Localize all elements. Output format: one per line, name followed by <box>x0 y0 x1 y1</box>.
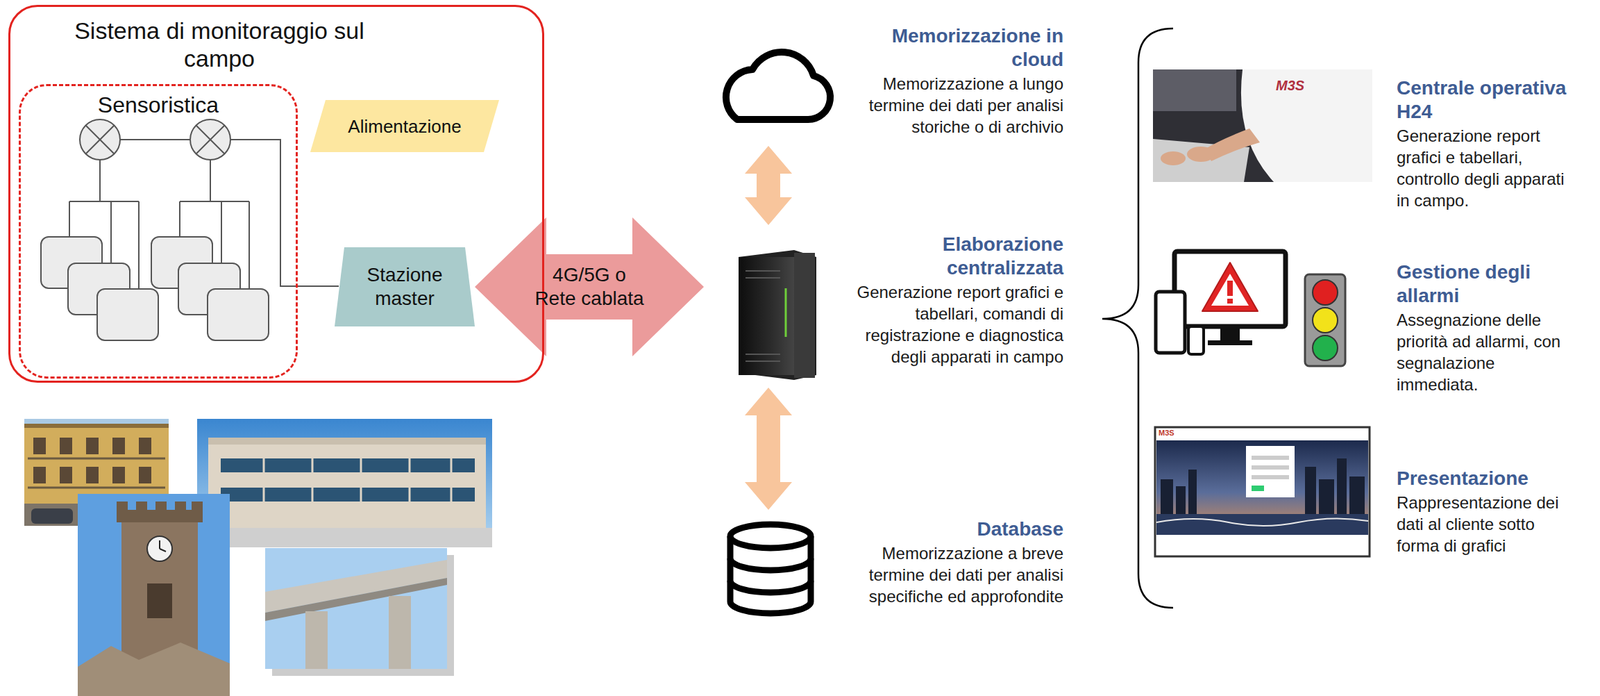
sensor-group: Sensoristica <box>18 83 298 379</box>
text-block: DatabaseMemorizzazione a breve termine d… <box>841 517 1064 607</box>
control-room: Centrale operativa H24Generazione report… <box>1396 76 1574 212</box>
node-heading: Sistema di monitoraggio sul campo <box>47 16 391 73</box>
photo-clock-tower <box>77 493 230 696</box>
text-block: PresentazioneRappresentazione dei dati a… <box>1396 466 1574 557</box>
alarm-management: Gestione degli allarmiAssegnazione delle… <box>1396 260 1574 395</box>
logo-text: M3S <box>1275 77 1305 94</box>
system-frame: Sistema di monitoraggio sul campoSensori… <box>8 4 545 383</box>
link-arrow <box>474 217 704 357</box>
node-outline <box>334 247 475 327</box>
text-block: Stazione master <box>334 247 475 327</box>
text-block: Sistema di monitoraggio sul campo <box>47 16 391 73</box>
database-storage: DatabaseMemorizzazione a breve termine d… <box>703 513 1066 622</box>
cloud-storage: Memorizzazione in cloudMemorizzazione a … <box>703 20 1066 142</box>
text-block: Sensoristica <box>20 91 296 119</box>
sensor-unit <box>40 236 269 341</box>
node-heading: Memorizzazione in cloud <box>841 24 1064 72</box>
presentation: PresentazioneRappresentazione dei dati a… <box>1396 466 1574 557</box>
text-block: Alimentazione <box>310 99 500 153</box>
node-heading: Sensoristica <box>20 91 296 119</box>
node-description: Rappresentazione dei dati al cliente sot… <box>1396 491 1574 557</box>
dashboard-screenshot <box>1155 426 1370 557</box>
text-block: Elaborazione centralizzataGenerazione re… <box>830 232 1064 368</box>
server-icon <box>738 249 817 380</box>
master-station: Stazione master <box>334 247 475 327</box>
node-description: Assegnazione delle priorità ad allarmi, … <box>1396 308 1574 395</box>
node-description: Memorizzazione a breve termine dei dati … <box>841 542 1064 607</box>
node-heading: Stazione master <box>352 263 457 311</box>
node-heading: Presentazione <box>1396 466 1574 491</box>
link-arrow <box>744 387 793 510</box>
alarm-graphic <box>1155 251 1346 366</box>
node-heading: Centrale operativa H24 <box>1396 76 1574 124</box>
cloud-icon <box>726 52 831 120</box>
node-heading: Elaborazione centralizzata <box>830 232 1064 280</box>
database-icon <box>730 524 811 613</box>
text-block: Centrale operativa H24Generazione report… <box>1396 76 1574 212</box>
text-block: Gestione degli allarmiAssegnazione delle… <box>1396 260 1574 395</box>
photo-viaduct <box>265 547 454 676</box>
logo-text: M3S <box>1158 428 1175 438</box>
link-label: 4G/5G o Rete cablata <box>532 263 647 311</box>
photo-operator <box>1152 69 1373 182</box>
sensor-symbol <box>79 119 231 160</box>
node-description: Generazione report grafici e tabellari, … <box>830 281 1064 368</box>
text-block: Memorizzazione in cloudMemorizzazione a … <box>841 24 1064 138</box>
node-shape <box>310 99 500 153</box>
node-heading: Database <box>841 517 1064 541</box>
photo-industrial-building <box>197 418 493 547</box>
node-description: Generazione report grafici e tabellari, … <box>1396 124 1574 212</box>
central-processing: Elaborazione centralizzataGenerazione re… <box>703 229 1066 384</box>
node-description: Memorizzazione a lungo termine dei dati … <box>841 72 1064 138</box>
node-shape <box>334 247 475 327</box>
node-heading: Gestione degli allarmi <box>1396 260 1574 308</box>
node-heading: Alimentazione <box>347 115 461 138</box>
link-arrow <box>744 145 793 225</box>
power-box: Alimentazione <box>310 99 500 153</box>
